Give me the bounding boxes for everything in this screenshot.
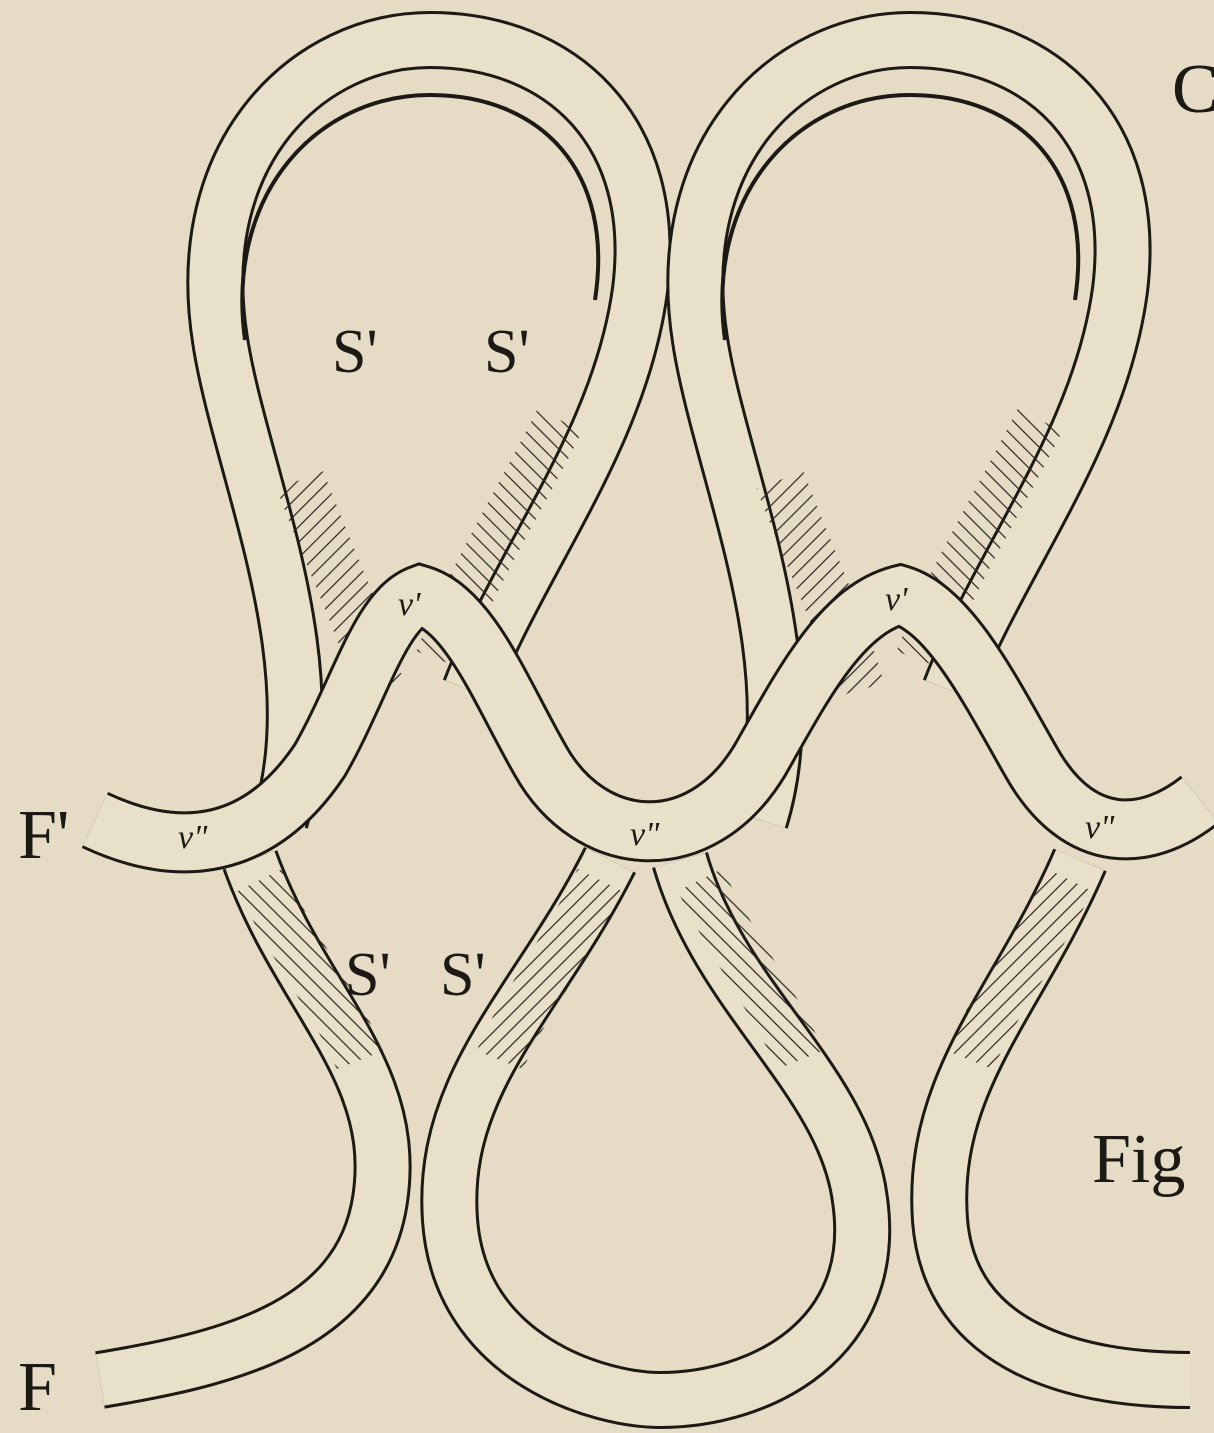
loop-lower-right-label: S'	[440, 941, 486, 1009]
upper-loop-left	[215, 40, 642, 820]
loop-lower-left-label: S'	[345, 941, 391, 1009]
loop-upper-left-label: S'	[332, 318, 378, 386]
lower-loop-right	[939, 860, 1190, 1380]
v-double-label-1: v"	[178, 819, 208, 856]
corner-c-label: C	[1172, 51, 1214, 128]
v-double-label-2: v"	[630, 816, 660, 853]
v-prime-label-1: v'	[398, 586, 421, 623]
lower-loop-middle	[449, 860, 862, 1400]
loop-upper-right-label: S'	[484, 318, 530, 386]
row-f-prime-label: F'	[18, 797, 70, 874]
fig-caption-fragment: Fig	[1092, 1121, 1185, 1198]
row-f-label: F	[18, 1349, 57, 1426]
v-prime-label-2: v'	[885, 581, 908, 618]
lower-loop-left	[100, 860, 383, 1380]
v-double-label-3: v"	[1085, 809, 1115, 846]
